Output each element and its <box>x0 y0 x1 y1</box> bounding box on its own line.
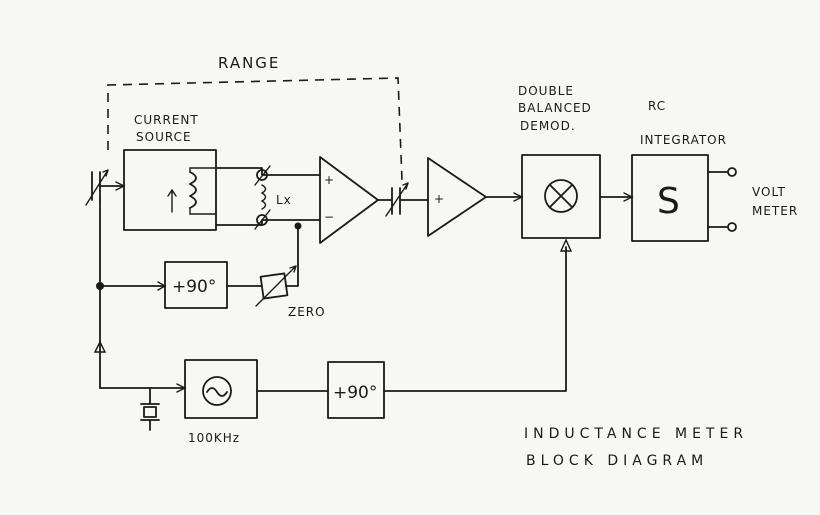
current-source-label-2: SOURCE <box>136 130 192 144</box>
integrator-block <box>631 154 709 242</box>
zero-label: ZERO <box>288 305 326 319</box>
integral-symbol-icon: S <box>657 181 680 222</box>
voltmeter-label-2: METER <box>752 204 798 218</box>
phase-shift-a-label: +90° <box>172 277 216 297</box>
current-source-label-1: CURRENT <box>134 113 199 127</box>
wire-reference-to-demod <box>383 246 567 392</box>
output-terminal-top <box>727 167 737 177</box>
range-link-dashed <box>107 77 403 181</box>
wire-lx-bottom <box>215 219 321 226</box>
arrow-to-demod-ref-icon <box>559 238 573 252</box>
range-switch-arrow-icon <box>85 169 109 206</box>
phase-shift-b-label: +90° <box>333 383 377 403</box>
terminal-slashes <box>254 165 271 230</box>
input-arrow-icon <box>115 181 126 191</box>
current-source-block <box>123 149 217 231</box>
oscillator-freq-label: 100KHz <box>188 431 240 445</box>
diagram-title-line-2: BLOCK DIAGRAM <box>526 453 708 469</box>
phase-shift-b-block <box>327 361 385 419</box>
buffer-plus: + <box>434 192 445 206</box>
lx-coil-icon <box>260 184 267 210</box>
minus-junction-dot <box>294 222 302 230</box>
zero-pot-body <box>259 272 289 300</box>
voltmeter-label-1: VOLT <box>752 185 786 199</box>
range-label: RANGE <box>218 54 280 72</box>
output-wires <box>707 171 729 228</box>
integrator-label-2: INTEGRATOR <box>640 133 727 147</box>
sine-wave-icon <box>206 387 228 397</box>
output-terminal-bottom <box>727 222 737 232</box>
oscillator-block <box>184 359 258 419</box>
demod-label-3: DEMOD. <box>520 119 576 133</box>
wire-pot-to-minus <box>285 224 299 287</box>
crystal-icon <box>143 406 157 418</box>
diff-amp-minus: − <box>324 210 335 224</box>
buffer-amplifier-triangle <box>427 157 487 237</box>
range-switch2-plates <box>391 187 401 215</box>
coil-leads <box>189 167 217 215</box>
oscillator-circle-icon <box>202 376 232 406</box>
mixer-cross-icon <box>549 184 573 208</box>
diff-amp-plus: + <box>324 173 335 187</box>
up-arrow-icon <box>93 340 107 353</box>
integrator-label-1: RC <box>648 99 666 113</box>
range-switch2-arrow-icon <box>385 182 409 217</box>
diagram-title-line-1: INDUCTANCE METER <box>524 426 748 442</box>
demod-label-1: DOUBLE <box>518 84 574 98</box>
coil-icon <box>189 171 197 209</box>
phase-shift-a-block <box>164 261 228 309</box>
mixer-circle-icon <box>544 179 578 213</box>
demod-label-2: BALANCED <box>518 101 592 115</box>
range-switch-plates <box>91 171 101 201</box>
crystal-leads <box>140 387 160 431</box>
wire-lx-top <box>215 167 321 176</box>
lx-label: Lx <box>276 193 292 207</box>
lx-terminal-top <box>256 169 268 181</box>
zero-pot-arrow-icon <box>255 265 297 307</box>
diff-amplifier-triangle <box>319 156 379 244</box>
lx-terminal-bottom <box>256 214 268 226</box>
current-arrow-icon <box>167 189 177 213</box>
